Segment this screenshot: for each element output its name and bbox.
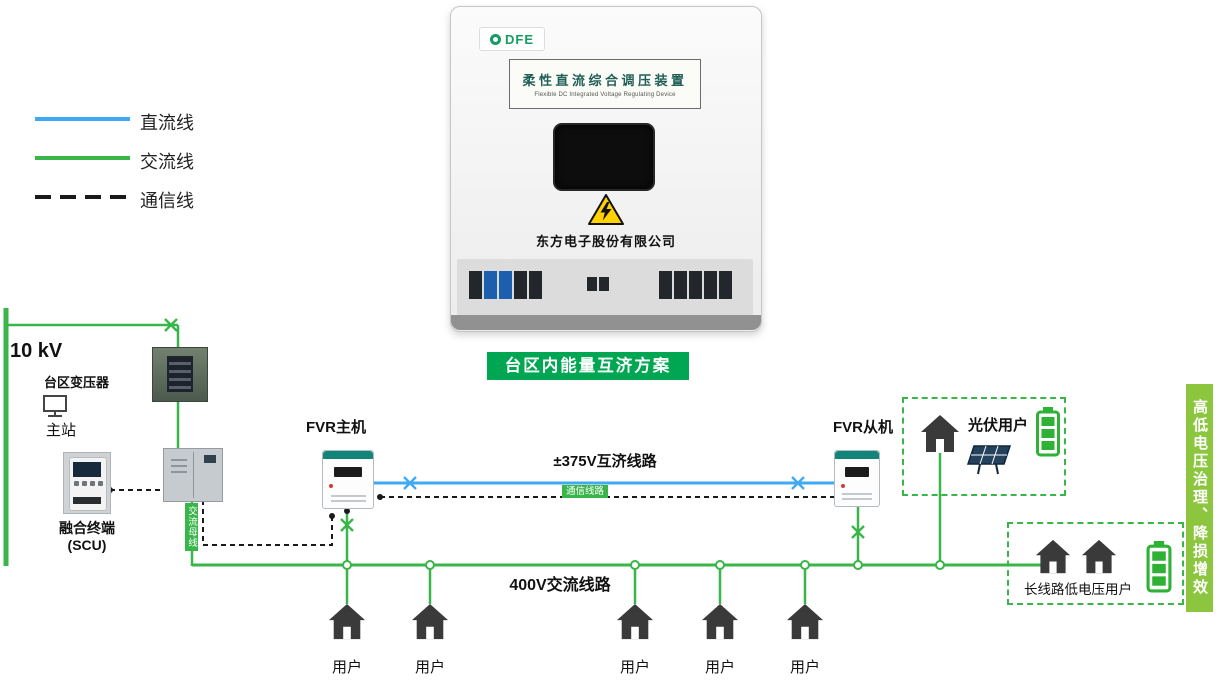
- user-label: 用户: [789, 659, 820, 676]
- scu-label: 融合终端 (SCU): [56, 520, 118, 554]
- battery-icon: [1146, 541, 1172, 593]
- device-company: 东方电子股份有限公司: [535, 234, 676, 249]
- house-icon: [616, 603, 654, 640]
- house-icon: [786, 603, 824, 640]
- house-icon: [1035, 539, 1071, 574]
- terminal-zone: [457, 259, 753, 315]
- fvr-master-device: [322, 450, 374, 509]
- user-label: 用户: [704, 659, 735, 676]
- fvr-master-label: FVR主机: [306, 419, 367, 436]
- terminal-components: [587, 277, 609, 291]
- device-screen: [553, 123, 655, 191]
- house-icon: [328, 603, 366, 640]
- terminal-strip-right: [659, 271, 732, 299]
- device-photo: DFE 柔性直流综合调压装置 Flexible DC Integrated Vo…: [450, 6, 762, 332]
- dfe-logo: DFE: [479, 27, 545, 51]
- house-icon: [1081, 539, 1117, 574]
- user-label: 用户: [331, 659, 362, 676]
- longline-user-box: [1007, 522, 1184, 605]
- dc-line-label: ±375V互济线路: [553, 453, 657, 470]
- device-name-en: Flexible DC Integrated Voltage Regulatin…: [534, 92, 676, 98]
- user-label: 用户: [619, 659, 650, 676]
- ac-bus-tag: 交流母线: [185, 503, 198, 551]
- legend-comm-label: 通信线: [140, 191, 194, 211]
- transformer-photo: [152, 347, 208, 402]
- longline-user-label: 长线路低电压用户: [1024, 582, 1132, 597]
- house-icon: [921, 415, 959, 452]
- legend-ac-label: 交流线: [140, 152, 194, 172]
- pv-user-label: 光伏用户: [968, 417, 1029, 434]
- device-base: [451, 315, 761, 330]
- fvr-slave-device: [834, 450, 880, 507]
- scu-label-line2: (SCU): [67, 537, 107, 553]
- solar-panel-icon: [966, 445, 1012, 475]
- device-nameplate: 柔性直流综合调压装置 Flexible DC Integrated Voltag…: [509, 59, 701, 109]
- comm-line-tag: 通信线路: [562, 485, 609, 498]
- dfe-logo-ring-icon: [490, 33, 501, 45]
- scu-terminal-photo: [63, 452, 111, 514]
- master-station-icon: [43, 395, 67, 417]
- user-label: 用户: [414, 659, 445, 676]
- terminal-strip-left: [469, 271, 542, 299]
- battery-icon: [1036, 407, 1060, 457]
- device-name-cn: 柔性直流综合调压装置: [522, 73, 688, 88]
- fvr-slave-label: FVR从机: [833, 419, 894, 436]
- master-station-label: 主站: [46, 422, 77, 439]
- voltage-10kv-label: 10 kV: [10, 340, 63, 362]
- warning-triangle-icon: [588, 194, 624, 225]
- transformer-label: 台区变压器: [44, 375, 110, 390]
- house-icon: [701, 603, 739, 640]
- dfe-logo-text: DFE: [505, 31, 534, 47]
- scu-label-line1: 融合终端: [59, 520, 115, 536]
- distribution-cabinet: [163, 448, 223, 502]
- pv-user-box: [902, 397, 1066, 496]
- title-banner: 台区内能量互济方案: [487, 352, 689, 380]
- legend-dc-label: 直流线: [140, 113, 194, 133]
- ac-line-label: 400V交流线路: [509, 577, 611, 594]
- house-icon: [411, 603, 449, 640]
- side-banner: 高低电压治理、降损增效: [1186, 384, 1213, 612]
